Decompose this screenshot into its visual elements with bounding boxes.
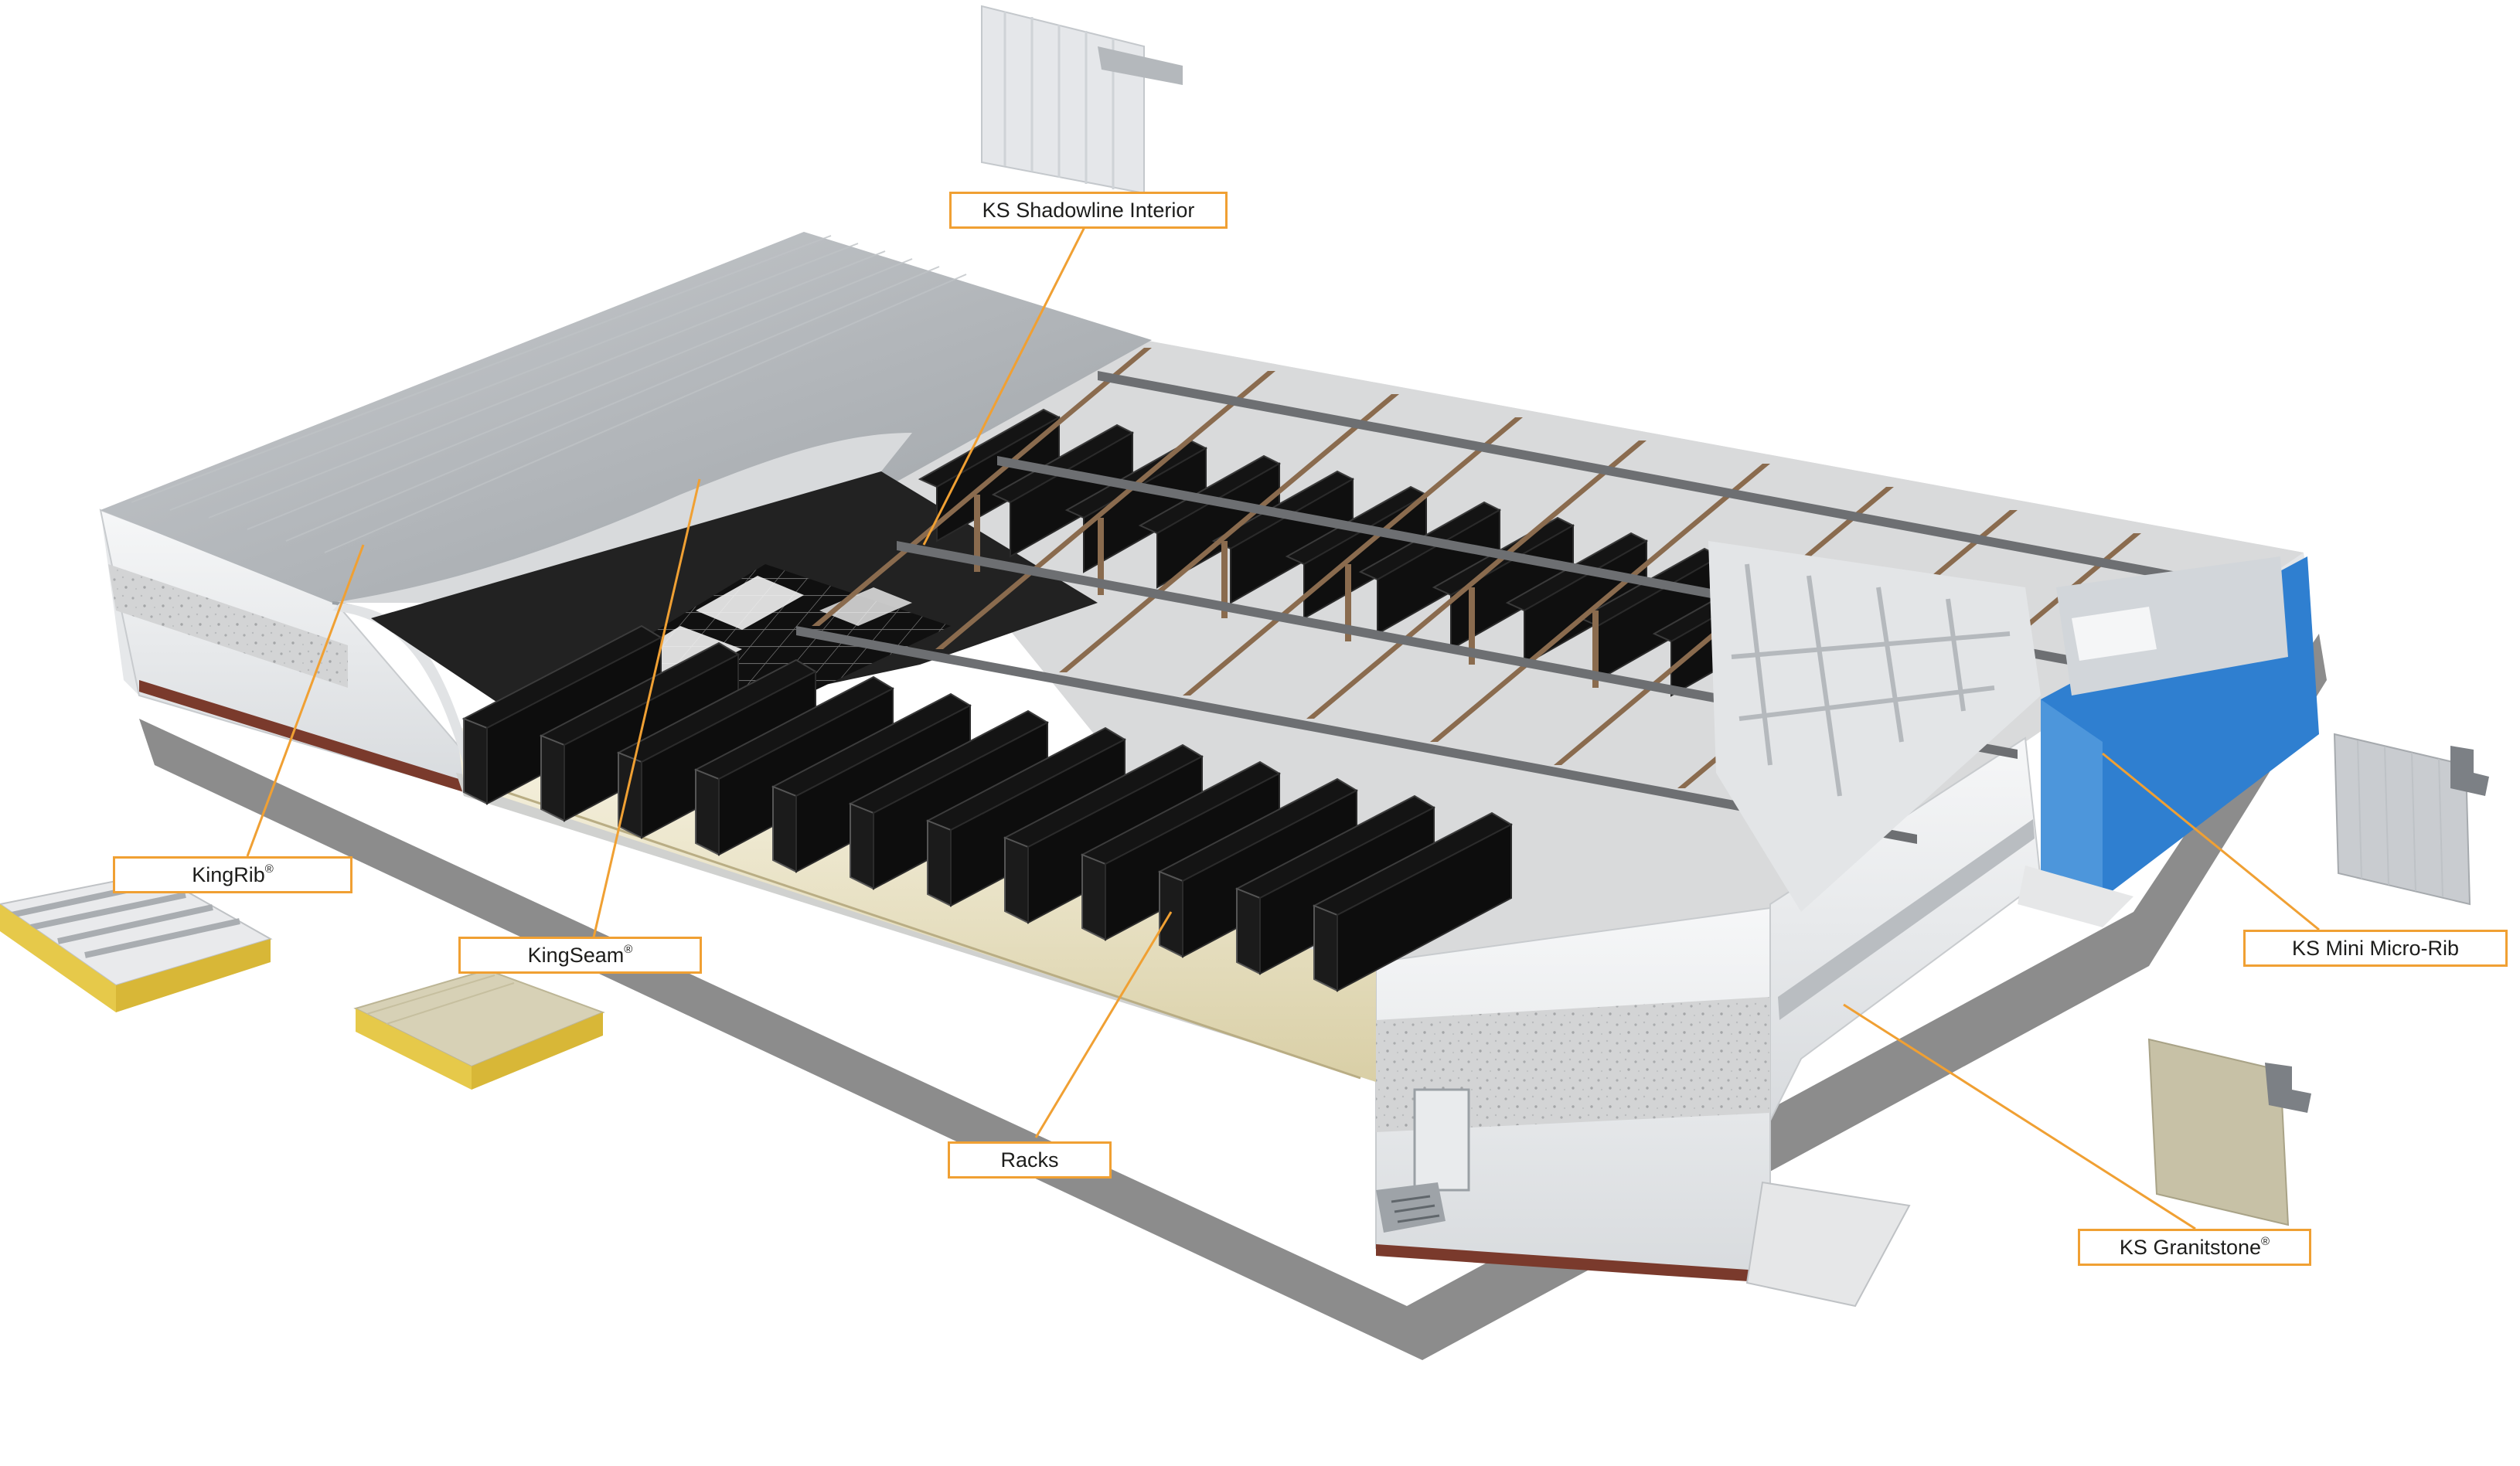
rack-row-end — [695, 768, 720, 856]
panel-sample-shadowline — [981, 5, 1183, 195]
office-rooms — [1708, 541, 2288, 912]
rack-row-end — [1081, 853, 1106, 941]
racks-front-rows — [461, 624, 1514, 992]
leader-kingrib — [246, 544, 365, 857]
leader-granitstone — [1843, 1003, 2196, 1230]
leader-racks — [1034, 911, 1173, 1138]
steel-column — [1469, 587, 1475, 665]
steel-beam — [812, 348, 1152, 626]
label-text: KingRib — [192, 863, 265, 886]
left-hall — [99, 232, 1376, 1082]
rack-row-end — [772, 785, 797, 873]
rack-row-end — [618, 751, 642, 839]
label-text: KS Granitstone — [2119, 1236, 2262, 1259]
leader-mini-micro-rib — [2102, 752, 2320, 931]
label-racks: Racks — [948, 1141, 1112, 1179]
registered-mark: ® — [2261, 1235, 2270, 1248]
registered-mark: ® — [624, 943, 633, 956]
steel-beam — [1430, 464, 1770, 742]
label-ks-granitstone: KS Granitstone® — [2078, 1229, 2311, 1266]
label-text: KS Shadowline Interior — [982, 199, 1195, 222]
steel-frame — [796, 348, 2219, 844]
label-text: Racks — [1000, 1148, 1059, 1172]
rack-row-end — [850, 802, 874, 890]
steel-column — [1592, 611, 1599, 688]
steel-girder — [796, 626, 1917, 844]
steel-column — [1221, 541, 1228, 618]
label-ks-shadowline-interior: KS Shadowline Interior — [949, 192, 1228, 229]
rack-row-end — [1313, 904, 1338, 992]
rack-row-end — [463, 717, 488, 805]
steel-column — [974, 495, 980, 572]
label-kingseam: KingSeam® — [458, 937, 702, 974]
rack-row-end — [1004, 836, 1029, 924]
rack-row-end — [540, 734, 565, 822]
leader-shadowline — [922, 223, 1088, 546]
panel-sample-kingseam — [353, 968, 605, 1090]
leader-kingseam — [592, 478, 701, 938]
label-text: KS Mini Micro-Rib — [2291, 937, 2460, 960]
steel-beam — [1059, 394, 1399, 672]
label-kingrib: KingRib® — [113, 856, 352, 893]
steel-beam — [1306, 440, 1647, 719]
panel-sample-kingrib — [0, 872, 273, 1012]
rack-row-end — [1236, 887, 1261, 975]
rack-row-end — [1159, 870, 1183, 958]
panel-sample-mini-micro-rib — [2333, 733, 2489, 906]
steel-column — [1098, 518, 1104, 595]
registered-mark: ® — [264, 862, 274, 876]
label-text: KingSeam — [527, 944, 625, 967]
steel-beam — [935, 371, 1275, 649]
exterior-stairs — [1376, 1182, 1446, 1233]
steel-column — [1345, 564, 1351, 641]
rack-row-side — [1337, 823, 1512, 992]
steel-girder — [1098, 371, 2219, 589]
rack-row-end — [927, 819, 952, 907]
leader-lines — [246, 223, 2320, 1230]
label-ks-mini-micro-rib: KS Mini Micro-Rib — [2243, 930, 2508, 967]
panel-sample-granitstone — [2147, 1038, 2311, 1226]
steel-beam — [1183, 417, 1523, 696]
